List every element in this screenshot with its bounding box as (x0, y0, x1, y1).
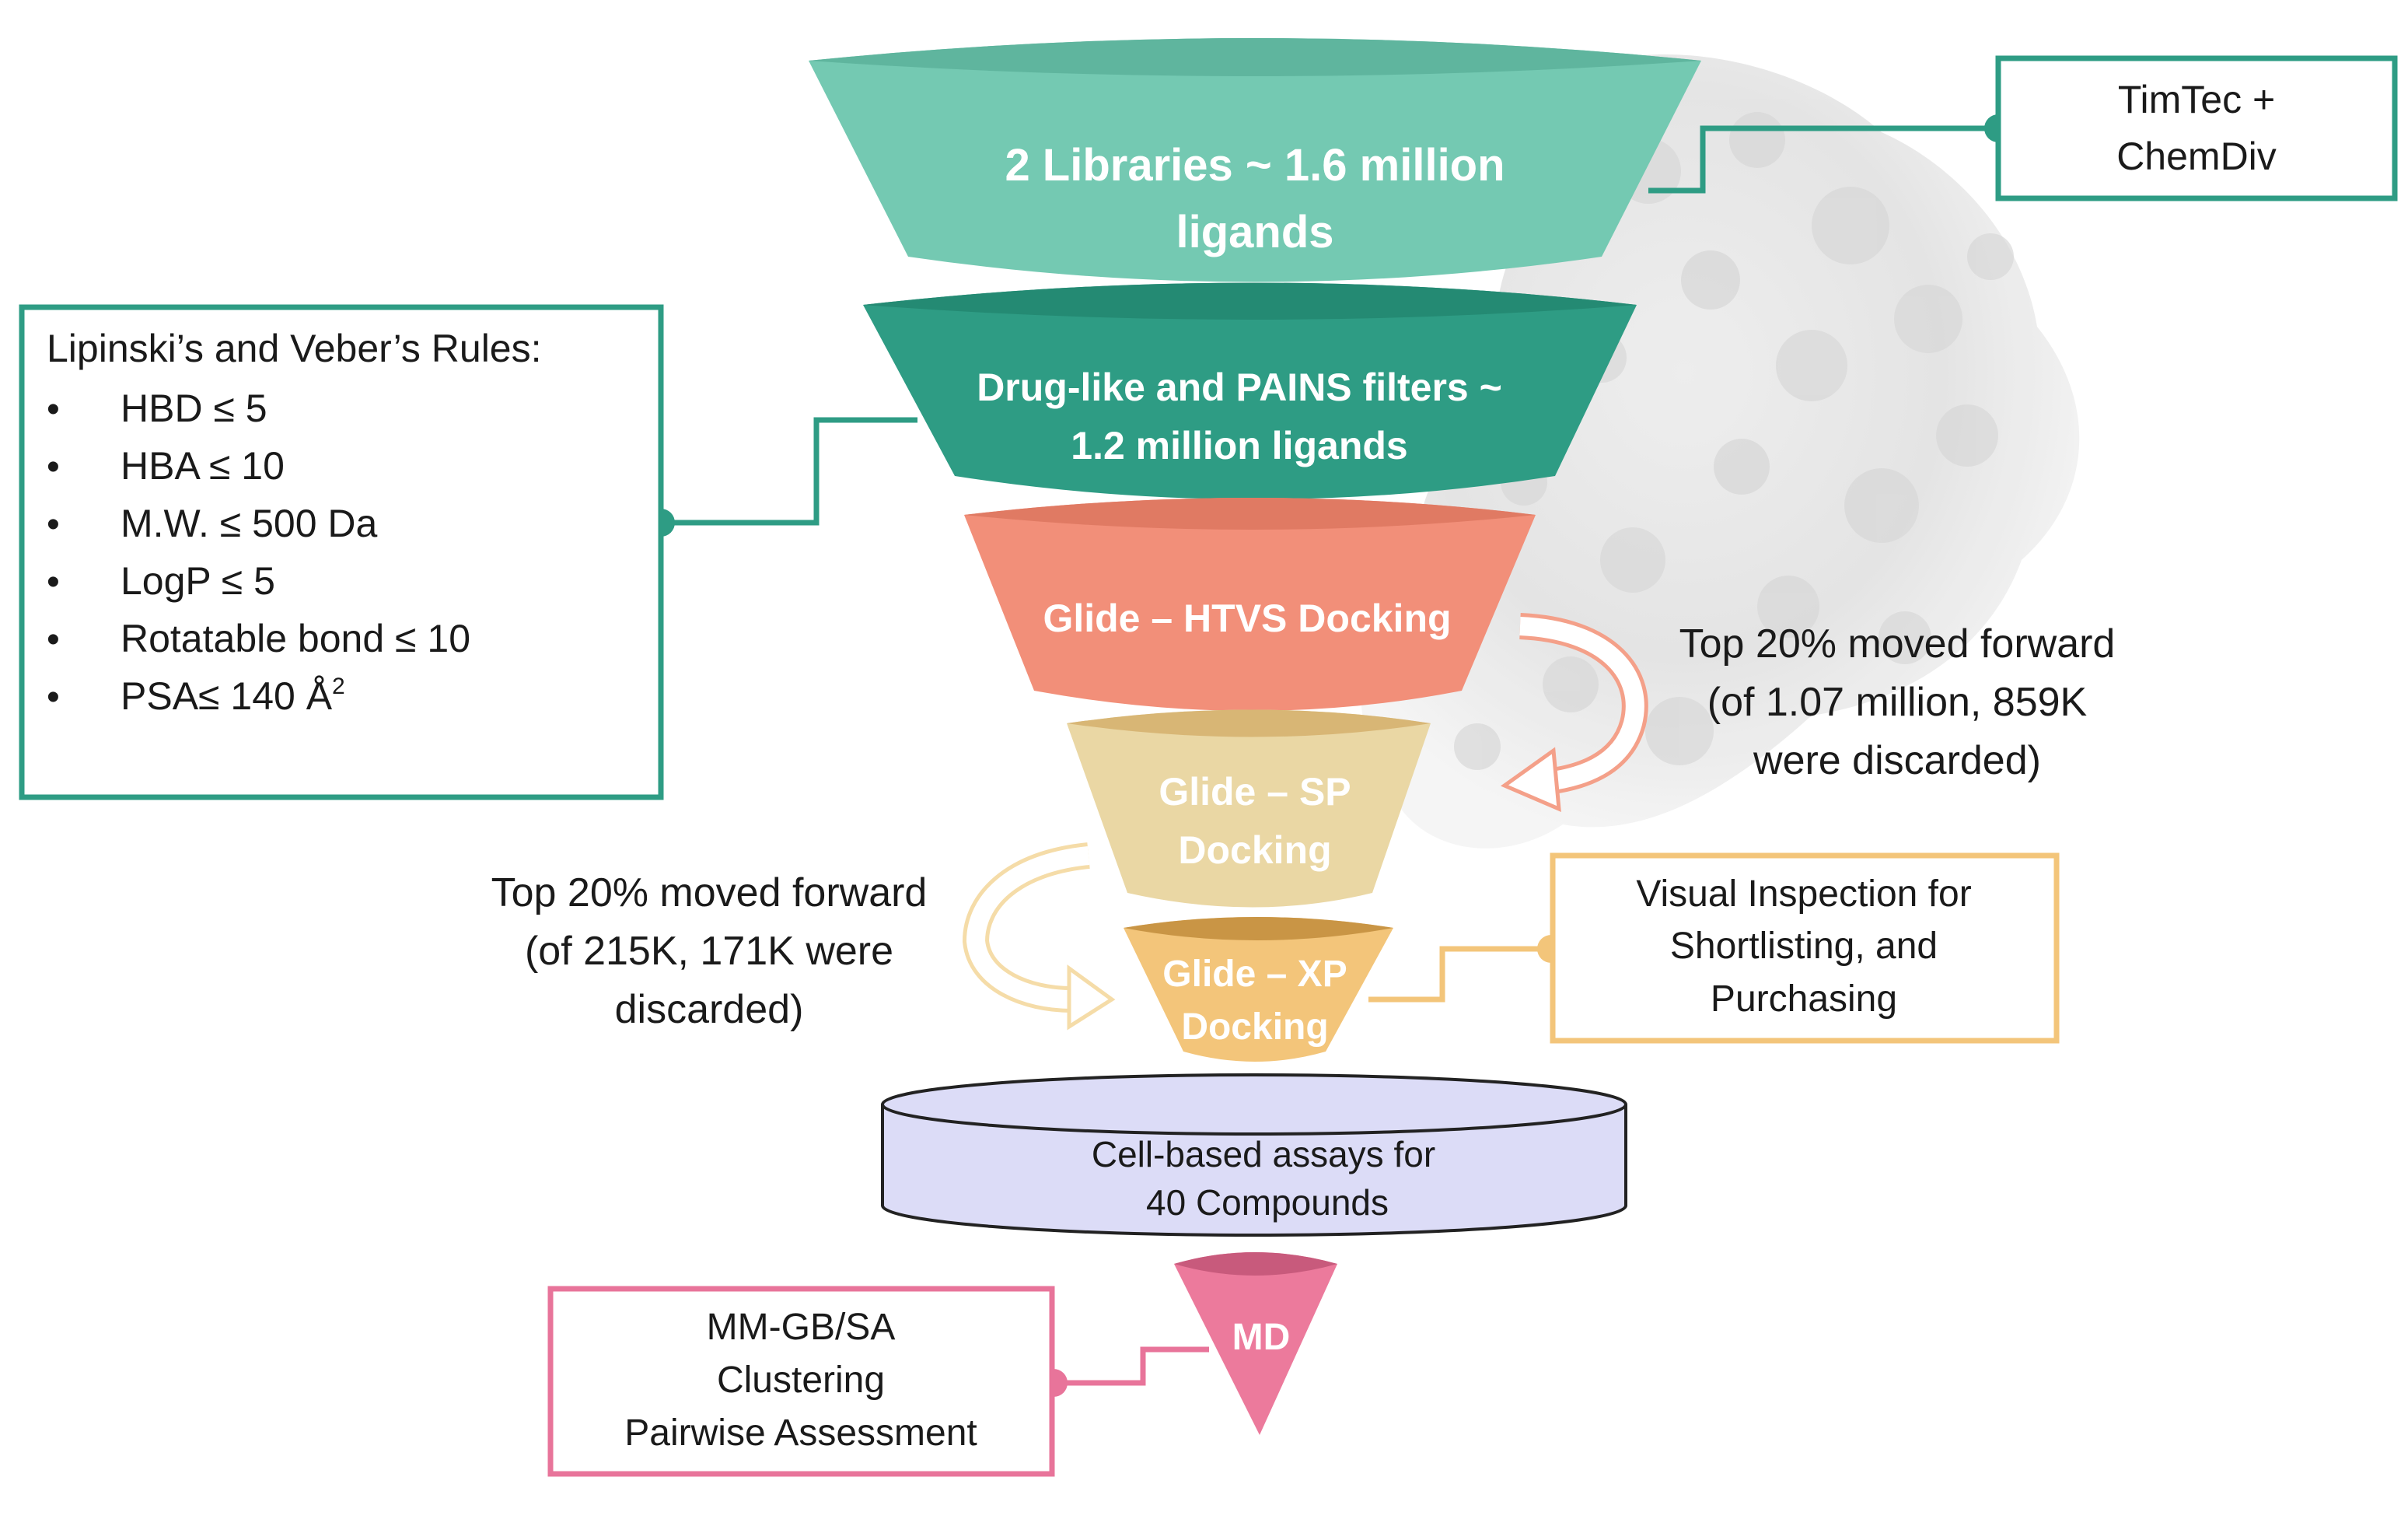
mmgbsa-line2: Clustering (717, 1360, 885, 1401)
stage-xp-shape (1124, 917, 1393, 1062)
stage-xp-label-line1: Glide – XP (1162, 954, 1347, 995)
rules-bullet: • (47, 677, 60, 718)
timtec-line2: ChemDiv (2116, 135, 2277, 178)
stage-htvs-label: Glide – HTVS Docking (1043, 597, 1451, 640)
rules-item-superscript: 2 (332, 674, 345, 699)
mmgbsa-box: MM-GB/SA Clustering Pairwise Assessment (547, 1286, 1055, 1477)
timtec-chemdiv-box: TimTec + ChemDiv (1995, 55, 2398, 201)
mmgbsa-line1: MM-GB/SA (707, 1307, 896, 1348)
htvs-note-line1: Top 20% moved forward (1679, 621, 2116, 667)
rules-bullet: • (47, 389, 60, 430)
curved-arrow-htvs-icon (1500, 613, 1648, 812)
connector-rules (647, 417, 917, 537)
stage-libraries-label-line2: ligands (1176, 207, 1333, 257)
visual-line2: Shortlisting, and (1670, 926, 1938, 967)
rules-title: Lipinski’s and Veber’s Rules: (47, 327, 542, 370)
stage-libraries-label-line1: 2 Libraries ~ 1.6 million (1005, 140, 1505, 191)
sp-note-line3: discarded) (615, 987, 804, 1032)
sp-note-line2: (of 215K, 171K were (525, 929, 893, 974)
stage-assays-label-line1: Cell-based assays for (1092, 1134, 1435, 1174)
stage-assays-cylinder (881, 1104, 1627, 1237)
visual-line3: Purchasing (1711, 978, 1897, 1020)
stage-druglike-label-line2: 1.2 million ligands (1071, 424, 1407, 467)
lipinski-veber-rules-box: Lipinski’s and Veber’s Rules: • HBD ≤ 5 • H… (19, 304, 664, 800)
stage-md-shape (1174, 1252, 1337, 1435)
rules-item: HBA ≤ 10 (121, 444, 285, 488)
stage-xp-docking: Glide – XP Docking (1124, 917, 1393, 1062)
stage-htvs-shape (964, 498, 1536, 711)
htvs-note-line3: were discarded) (1753, 738, 2041, 783)
stage-htvs-docking: Glide – HTVS Docking (964, 498, 1536, 711)
stage-cell-assays: Cell-based assays for 40 Compounds (881, 1073, 1627, 1237)
rules-item: PSA≤ 140 Å2 (121, 674, 345, 718)
rules-item: M.W. ≤ 500 Da (121, 502, 378, 545)
htvs-note-line2: (of 1.07 million, 859K (1707, 680, 2088, 725)
sp-annotation: Top 20% moved forward (of 215K, 171K wer… (491, 870, 928, 1032)
rules-bullet: • (47, 504, 60, 545)
visual-line1: Visual Inspection for (1636, 873, 1971, 915)
stage-sp-docking: Glide – SP Docking (1067, 709, 1431, 908)
htvs-annotation: Top 20% moved forward (of 1.07 million, … (1679, 621, 2116, 783)
stage-assays-label-line2: 40 Compounds (1146, 1182, 1389, 1223)
visual-inspection-box: Visual Inspection for Shortlisting, and … (1550, 852, 2060, 1044)
curved-arrow-sp-icon (962, 842, 1116, 1031)
timtec-line1: TimTec + (2118, 78, 2275, 121)
stage-md-label: MD (1232, 1317, 1291, 1358)
stage-libraries-shape (809, 38, 1701, 282)
stage-sp-shape (1067, 709, 1431, 908)
stage-sp-label-line1: Glide – SP (1159, 770, 1351, 814)
rules-item: HBD ≤ 5 (121, 387, 267, 430)
rules-bullet: • (47, 562, 60, 603)
connector-visual (1368, 935, 1565, 1003)
rules-list: • HBD ≤ 5 • HBA ≤ 10 • M.W. ≤ 500 Da • LogP ≤ 5… (47, 387, 470, 718)
stage-xp-label-line2: Docking (1181, 1006, 1328, 1048)
rules-bullet: • (47, 619, 60, 660)
stage-druglike-shape (863, 282, 1637, 499)
stage-druglike-label-line1: Drug-like and PAINS filters ~ (977, 366, 1502, 409)
rules-item: LogP ≤ 5 (121, 559, 275, 603)
connector-mmgbsa (1040, 1346, 1209, 1397)
rules-item: Rotatable bond ≤ 10 (121, 617, 470, 660)
sp-note-line1: Top 20% moved forward (491, 870, 928, 915)
mmgbsa-line3: Pairwise Assessment (624, 1412, 977, 1454)
stage-libraries: 2 Libraries ~ 1.6 million ligands (809, 38, 1701, 282)
rules-bullet: • (47, 446, 60, 488)
stage-sp-label-line2: Docking (1178, 828, 1331, 872)
stage-druglike-filters: Drug-like and PAINS filters ~ 1.2 millio… (863, 282, 1637, 499)
stage-md: MD (1174, 1252, 1337, 1435)
